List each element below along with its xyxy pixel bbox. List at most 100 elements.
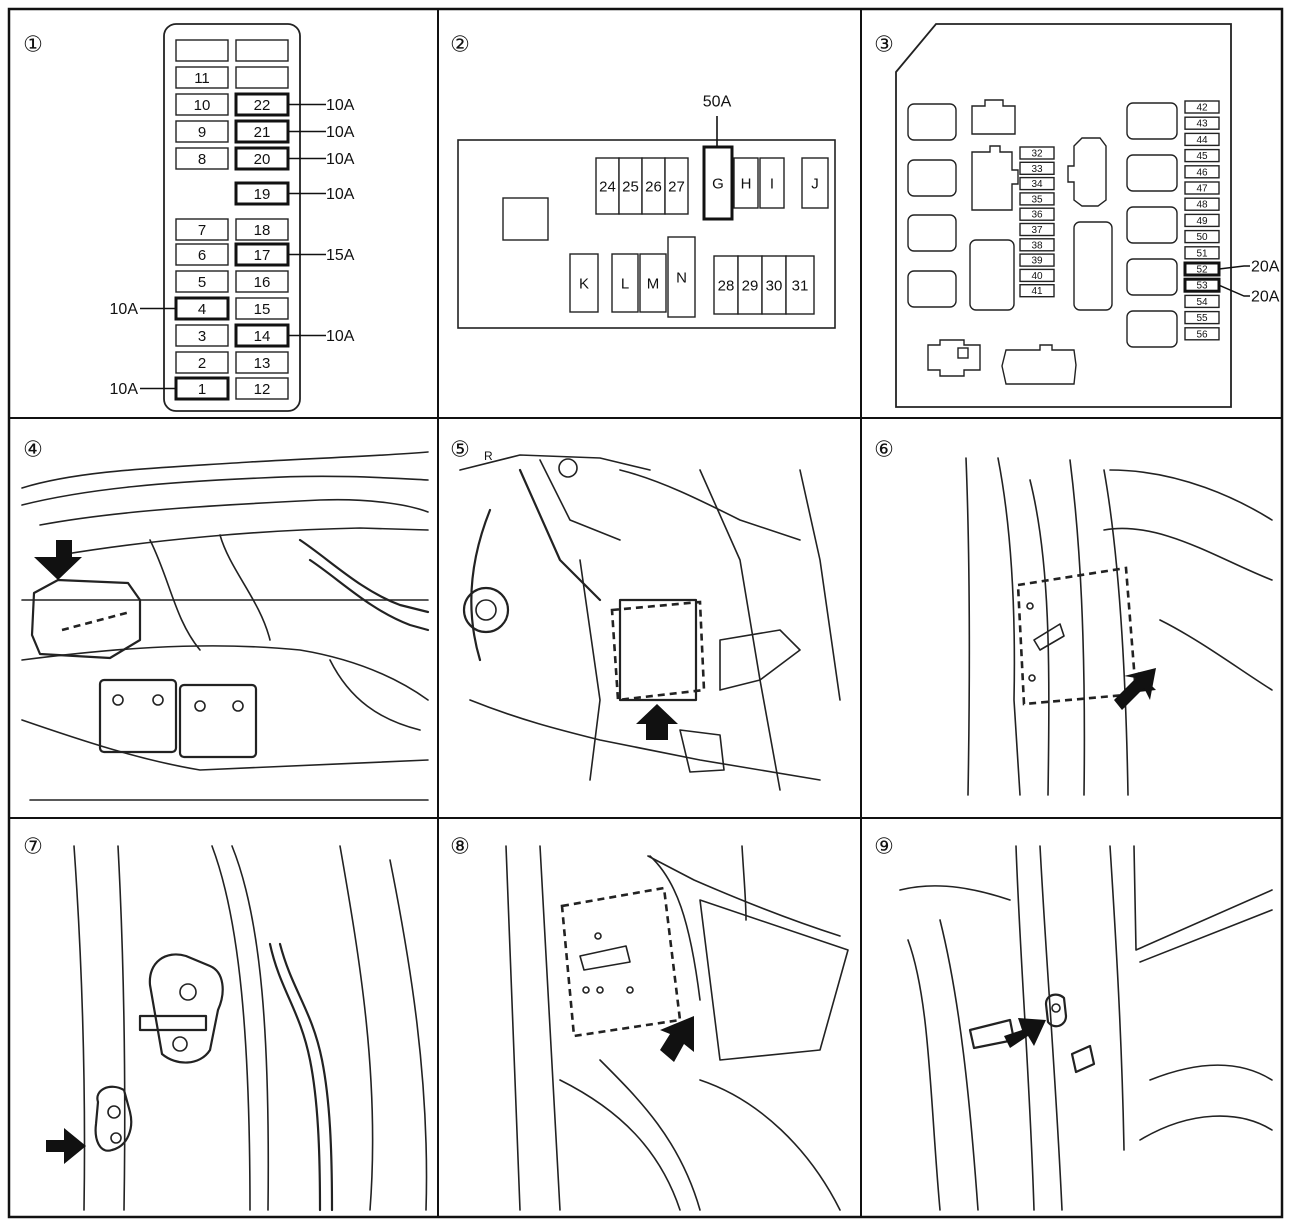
relay bbox=[907, 270, 957, 308]
fuse-35: 35 bbox=[1019, 192, 1055, 206]
fuse-38-outline bbox=[1019, 238, 1055, 252]
fuse-L: L bbox=[611, 253, 639, 313]
fuse-18-label: 18 bbox=[254, 222, 271, 239]
fuse-15: 15 bbox=[235, 297, 289, 320]
fuse-52-label: 52 bbox=[1196, 265, 1208, 276]
fuse-19-label: 19 bbox=[254, 186, 271, 203]
hidden-area-outline bbox=[560, 886, 682, 1038]
fuse-32-outline bbox=[1019, 146, 1055, 160]
fuse-4-label: 4 bbox=[198, 301, 206, 318]
fuse-46-label: 46 bbox=[1196, 167, 1208, 178]
fuse-56-outline bbox=[1184, 327, 1220, 341]
fuse-12: 12 bbox=[235, 377, 289, 400]
fuse-46: 46 bbox=[1184, 165, 1220, 179]
relay bbox=[907, 214, 957, 252]
rating-leader bbox=[1218, 265, 1250, 270]
relay-large bbox=[969, 239, 1015, 311]
fuse-48-label: 48 bbox=[1196, 200, 1208, 211]
fuse-28: 28 bbox=[713, 255, 739, 315]
fuse-11: 11 bbox=[175, 66, 229, 89]
fuse-13-label: 13 bbox=[254, 355, 271, 372]
panel-3-engine-room-fuse-box: 3233343536373839404142434445464748495051… bbox=[895, 23, 1280, 408]
fuse-11-label: 11 bbox=[194, 70, 210, 87]
fuse-38-label: 38 bbox=[1031, 240, 1043, 251]
fuse-13: 13 bbox=[235, 351, 289, 374]
fuse-24: 24 bbox=[595, 157, 620, 215]
fuse-47-label: 47 bbox=[1196, 184, 1208, 195]
fuse-8-outline bbox=[175, 147, 229, 170]
panel-number-8: ⑧ bbox=[450, 834, 470, 859]
fuse-41: 41 bbox=[1019, 284, 1055, 298]
fuse-blank-right bbox=[235, 39, 289, 62]
fuse-11-outline bbox=[175, 66, 229, 89]
fuse-14-label: 14 bbox=[254, 328, 271, 345]
relay-large bbox=[1073, 221, 1113, 311]
fuse-J-outline bbox=[801, 157, 829, 209]
panel-8-rear-pillar-illustration bbox=[505, 845, 849, 1211]
fuse-45-label: 45 bbox=[1196, 151, 1208, 162]
fuse-26: 26 bbox=[641, 157, 666, 215]
fuse-34: 34 bbox=[1019, 176, 1055, 191]
rating-label: 20A bbox=[1251, 259, 1280, 276]
connector-latch bbox=[957, 347, 969, 359]
fuse-21-label: 21 bbox=[254, 124, 271, 141]
fuse-9-label: 9 bbox=[198, 124, 206, 141]
fuse-42-label: 42 bbox=[1196, 103, 1208, 114]
fuse-18-outline bbox=[235, 218, 289, 241]
relay bbox=[907, 159, 957, 197]
fuse-blank-left bbox=[175, 39, 229, 62]
fuse-N: N bbox=[667, 236, 696, 318]
fuse-31-outline bbox=[785, 255, 815, 315]
fuse-10-outline bbox=[175, 93, 229, 116]
fuse-44-label: 44 bbox=[1196, 135, 1208, 146]
fuse-K-outline bbox=[569, 253, 599, 313]
fuse-L-label: L bbox=[621, 276, 629, 293]
fuse-G-outline bbox=[702, 145, 734, 221]
fuse-blank-right-outline bbox=[235, 39, 289, 62]
fuse-45: 45 bbox=[1184, 148, 1220, 163]
rating-label: 10A bbox=[326, 151, 355, 168]
fuse-15-label: 15 bbox=[254, 301, 271, 318]
fuse-I: I bbox=[759, 157, 785, 209]
fuse-43-label: 43 bbox=[1196, 119, 1208, 130]
battery bbox=[98, 678, 178, 754]
fuse-J-label: J bbox=[811, 176, 819, 193]
fuse-I-outline bbox=[759, 157, 785, 209]
fuse-2-label: 2 bbox=[198, 355, 206, 372]
fuse-1: 1 bbox=[174, 376, 230, 401]
fuse-K-label: K bbox=[579, 276, 589, 293]
panel-9-rear-door-illustration bbox=[899, 845, 1273, 1211]
fuse-37: 37 bbox=[1019, 222, 1055, 237]
hidden-area-outline bbox=[1016, 566, 1138, 706]
fuse-51-outline bbox=[1184, 246, 1220, 260]
fuse-42-outline bbox=[1184, 100, 1220, 114]
fuse-27-label: 27 bbox=[668, 179, 685, 196]
fuse-G-label: G bbox=[712, 176, 724, 193]
fuse-G: G bbox=[702, 145, 734, 221]
rating-label-50a: 50A bbox=[703, 94, 732, 111]
fuse-51-label: 51 bbox=[1196, 248, 1208, 259]
fuse-38: 38 bbox=[1019, 238, 1055, 252]
fuse-43: 43 bbox=[1184, 116, 1220, 130]
relay bbox=[1126, 154, 1178, 192]
fuse-47: 47 bbox=[1184, 181, 1220, 195]
fuse-3-outline bbox=[175, 324, 229, 347]
rating-label: 10A bbox=[326, 186, 355, 203]
rating-label: 15A bbox=[326, 247, 355, 264]
fuse-29-label: 29 bbox=[742, 278, 759, 295]
fuse-55-outline bbox=[1184, 310, 1220, 325]
fuse-N-outline bbox=[667, 236, 696, 318]
connector bbox=[971, 99, 1016, 135]
fuse-block-outline bbox=[457, 139, 836, 329]
fuse-7-label: 7 bbox=[198, 222, 206, 239]
fuse-28-label: 28 bbox=[718, 278, 735, 295]
fuse-8-label: 8 bbox=[198, 151, 206, 168]
panel-number-2: ② bbox=[450, 32, 470, 57]
fuse-31-label: 31 bbox=[792, 278, 809, 295]
panel-6-door-pillar-illustration bbox=[965, 457, 1273, 796]
door-striker bbox=[1070, 1044, 1096, 1074]
fuse-45-outline bbox=[1184, 148, 1220, 163]
fuse-16-outline bbox=[235, 270, 289, 293]
rating-label: 10A bbox=[326, 97, 355, 114]
fuse-36-label: 36 bbox=[1031, 210, 1043, 221]
